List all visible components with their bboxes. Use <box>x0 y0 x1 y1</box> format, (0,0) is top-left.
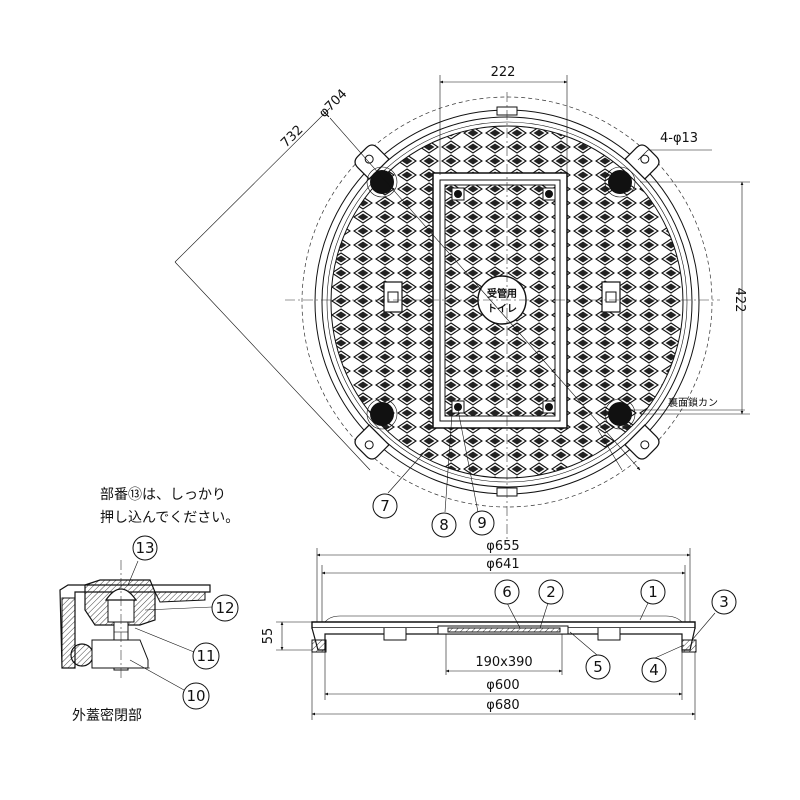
detail-cap <box>104 588 138 601</box>
dim-55-label: 55 <box>261 628 276 645</box>
cover-crown <box>324 615 683 623</box>
callout-9: 9 <box>469 510 495 536</box>
dim-holes-arrow <box>637 149 649 161</box>
dim-641-label: φ641 <box>486 557 519 572</box>
svg-text:4: 4 <box>649 661 659 679</box>
outer-dashed-circle <box>301 96 713 508</box>
dim-680-label: φ680 <box>486 698 519 713</box>
detail-inner-lip <box>91 639 149 669</box>
svg-text:8: 8 <box>439 516 449 534</box>
top-view: 受管用 トイレ 222 732 φ704 4-φ13 422 裏面鎖カン <box>174 65 750 540</box>
callout-9-leader <box>457 409 479 513</box>
svg-text:3: 3 <box>719 593 729 611</box>
callout-13: 13 <box>132 535 158 561</box>
detail-view: 部番⑬は、しっかり 押し込んでください。 外蓋密閉部 <box>59 487 239 724</box>
rib-right <box>597 628 621 641</box>
dim-222-label: 222 <box>491 65 516 80</box>
detail-gasket <box>70 643 94 667</box>
dim-422-label: 422 <box>732 288 747 313</box>
dim-655-label: φ655 <box>486 539 519 554</box>
mounting-lugs <box>354 144 660 460</box>
callout-7: 7 <box>372 493 398 519</box>
callout-10: 10 <box>182 682 210 710</box>
inner-cover <box>432 172 568 429</box>
svg-text:11: 11 <box>196 647 215 665</box>
callout-5: 5 <box>585 654 611 680</box>
dim-732-label: 732 <box>278 123 306 151</box>
svg-text:7: 7 <box>380 497 390 515</box>
svg-text:6: 6 <box>502 583 512 601</box>
bolt-heads <box>366 166 636 430</box>
inner-cover-plate <box>447 627 561 633</box>
svg-text:13: 13 <box>135 539 154 557</box>
callout-2: 2 <box>538 579 564 605</box>
back-lock-label: 裏面鎖カン <box>668 396 718 409</box>
detail-note-line1: 部番⑬は、しっかり <box>100 487 226 503</box>
svg-text:9: 9 <box>477 514 487 532</box>
callout-11: 11 <box>192 642 220 670</box>
dim-732-ext <box>174 261 371 471</box>
detail-cover-plate <box>154 591 206 603</box>
callout-3: 3 <box>711 589 737 615</box>
dim-holes-label: 4-φ13 <box>660 131 698 146</box>
lock-leader <box>597 429 623 471</box>
callout-7-leader <box>387 447 429 494</box>
cover-label-line1: 受管用 <box>487 287 517 300</box>
svg-text:10: 10 <box>186 687 205 705</box>
handle-slots <box>383 281 621 313</box>
callout-12: 12 <box>211 594 239 622</box>
svg-text:5: 5 <box>593 658 603 676</box>
detail-caption: 外蓋密閉部 <box>72 707 142 724</box>
callout-1: 1 <box>640 579 666 605</box>
cover-label-line2: トイレ <box>487 303 517 315</box>
section-view: φ655 φ641 55 190x390 φ600 φ <box>261 539 716 720</box>
callout-4: 4 <box>641 657 667 683</box>
callout-8: 8 <box>431 512 457 538</box>
svg-text:12: 12 <box>215 599 234 617</box>
dim-opening-label: 190x390 <box>475 655 532 670</box>
dim-732-leader <box>174 107 331 263</box>
svg-text:1: 1 <box>648 583 658 601</box>
rib-left <box>383 628 407 641</box>
dim-704-line <box>329 117 641 471</box>
svg-text:2: 2 <box>546 583 556 601</box>
dim-704-label: φ704 <box>316 87 350 121</box>
callout-6: 6 <box>494 579 520 605</box>
detail-note-line2: 押し込んでください。 <box>100 510 239 526</box>
callout-8-leader <box>444 413 453 513</box>
dim-600-label: φ600 <box>486 678 519 693</box>
cover-rim <box>326 121 688 483</box>
frame-hatch-right <box>681 639 697 653</box>
frame-hatch-left <box>311 639 327 653</box>
